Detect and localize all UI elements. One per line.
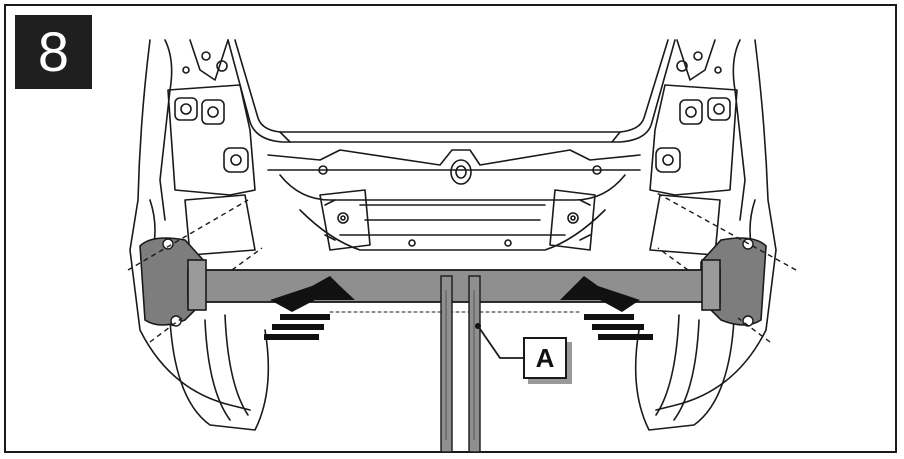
callout-a-leader <box>477 325 523 359</box>
fastener-line-left-inner <box>231 247 263 271</box>
left-mounting-arrow <box>264 276 355 340</box>
fastener-line-right-inner <box>657 247 689 271</box>
step-number-badge: 8 <box>15 15 92 89</box>
fastener-line-left-lower <box>149 317 183 343</box>
callout-label-a: A <box>523 337 567 379</box>
tow-eye-hole <box>450 159 472 185</box>
left-quarter-panel <box>129 39 251 411</box>
right-tire <box>634 319 735 431</box>
fastener-line-right-lower <box>737 317 771 343</box>
left-tire <box>169 319 270 431</box>
rear-window-outline <box>234 39 669 133</box>
right-mounting-arrow <box>560 276 653 340</box>
left-chassis-mount <box>319 189 371 251</box>
rear-panel <box>267 149 641 166</box>
right-quarter-panel <box>655 39 777 411</box>
right-chassis-mount <box>549 189 596 251</box>
tow-bar-crossbar <box>187 269 721 303</box>
